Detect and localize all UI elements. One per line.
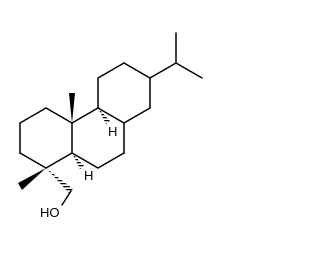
hash-bond-h-ring-c xyxy=(98,108,110,124)
angular-methyl-wedge xyxy=(69,93,75,123)
hydrogen-label-ring-c: H xyxy=(108,124,117,139)
hydrogen-label-ring-b: H xyxy=(84,168,93,183)
molecule-structure: H H HO xyxy=(18,32,203,220)
hydroxyl-label: HO xyxy=(40,205,60,220)
ring-a xyxy=(19,107,73,169)
hash-bond-ch2 xyxy=(46,168,73,193)
hash-bond-h-ring-b xyxy=(72,153,84,169)
bond-ch2-oh xyxy=(61,190,72,206)
ring-b xyxy=(71,107,125,169)
methyl-wedge xyxy=(18,168,46,190)
ring-c xyxy=(97,62,151,124)
isopropyl-group xyxy=(149,32,203,79)
